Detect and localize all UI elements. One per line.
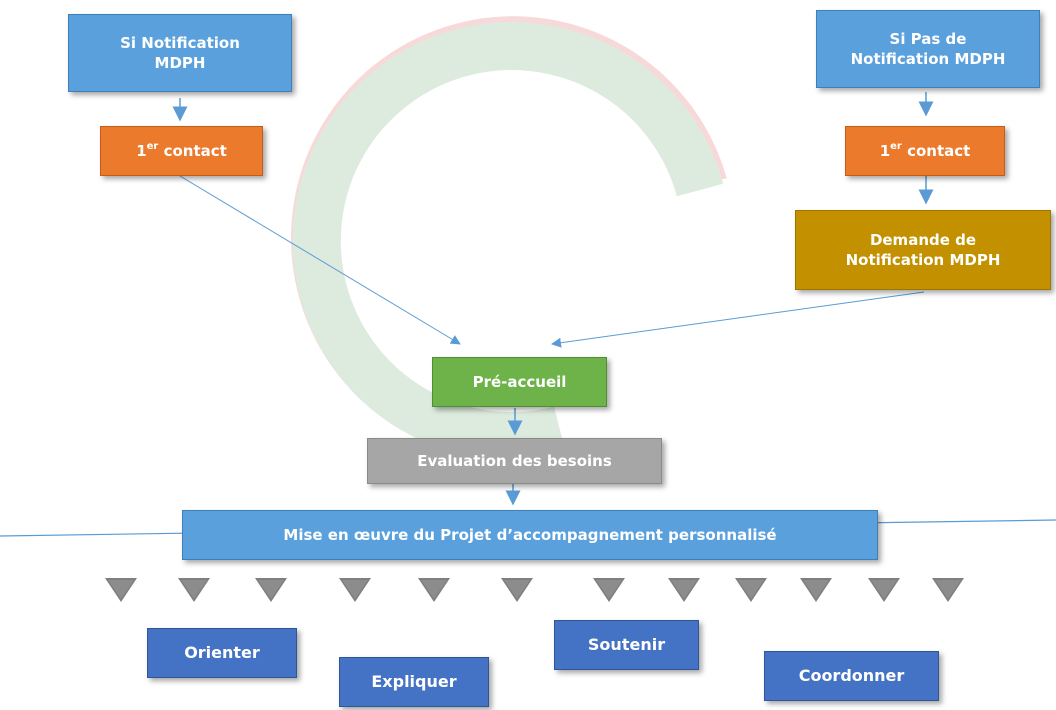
orienter-label: Orienter: [184, 643, 260, 662]
triangle-marker: [735, 578, 767, 602]
triangle-marker: [418, 578, 450, 602]
first-contact-right-box: 1er contact: [845, 126, 1005, 176]
expliquer-label: Expliquer: [371, 672, 457, 691]
soutenir-box: Soutenir: [554, 620, 699, 670]
triangle-marker: [593, 578, 625, 602]
si-notification-mdph-label: Si Notification MDPH: [120, 34, 240, 72]
expliquer-box: Expliquer: [339, 657, 489, 707]
arrow: [179, 175, 461, 345]
triangle-marker: [178, 578, 210, 602]
triangle-marker: [800, 578, 832, 602]
si-pas-de-notification-mdph-box: Si Pas de Notification MDPH: [816, 10, 1040, 88]
triangle-marker: [105, 578, 137, 602]
triangle-marker: [932, 578, 964, 602]
pre-accueil-label: Pré-accueil: [472, 373, 567, 391]
demande-notification-label: Demande de Notification MDPH: [845, 231, 1001, 269]
si-notification-mdph-box: Si Notification MDPH: [68, 14, 292, 92]
pre-accueil-box: Pré-accueil: [432, 357, 607, 407]
si-pas-de-notification-label: Si Pas de Notification MDPH: [850, 30, 1006, 68]
orienter-box: Orienter: [147, 628, 297, 678]
evaluation-besoins-label: Evaluation des besoins: [417, 452, 612, 470]
triangle-marker: [339, 578, 371, 602]
first-contact-left-box: 1er contact: [100, 126, 263, 176]
demande-notification-box: Demande de Notification MDPH: [795, 210, 1051, 290]
triangle-marker: [501, 578, 533, 602]
first-contact-left-label: 1er contact: [136, 141, 227, 161]
soutenir-label: Soutenir: [587, 635, 666, 654]
triangle-marker: [668, 578, 700, 602]
triangle-marker: [868, 578, 900, 602]
coordonner-label: Coordonner: [798, 666, 905, 685]
coordonner-box: Coordonner: [764, 651, 939, 701]
evaluation-besoins-box: Evaluation des besoins: [367, 438, 662, 484]
triangle-marker: [255, 578, 287, 602]
mise-en-oeuvre-box: Mise en œuvre du Projet d’accompagnement…: [182, 510, 878, 560]
arrow: [551, 291, 925, 348]
first-contact-right-label: 1er contact: [879, 141, 971, 161]
mise-en-oeuvre-label: Mise en œuvre du Projet d’accompagnement…: [283, 526, 777, 544]
